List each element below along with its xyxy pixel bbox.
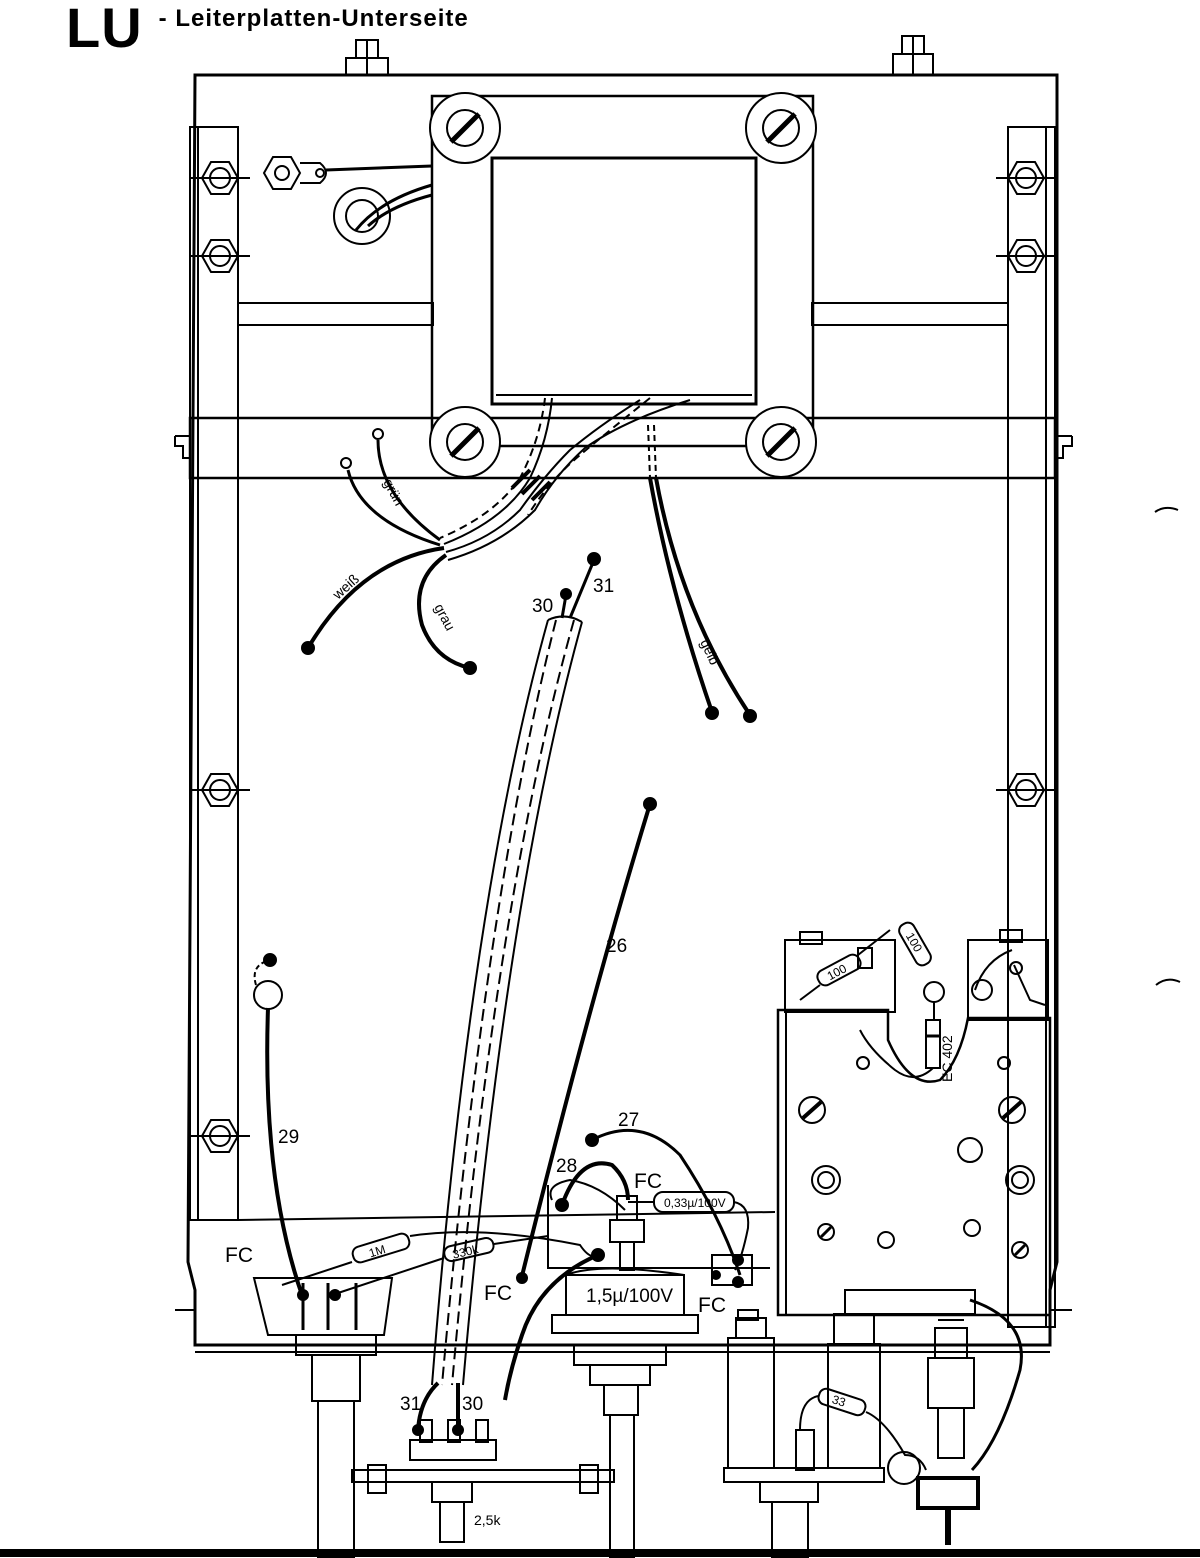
- jack-center: [723, 1289, 976, 1558]
- label-wire-31-bottom: 31: [400, 1394, 421, 1415]
- module-hole-1: [856, 1056, 1011, 1249]
- module-wire-right: [974, 949, 1046, 1006]
- label-wire-26: 26: [606, 936, 627, 957]
- module-screw-5: [817, 1223, 835, 1241]
- wire-green: [372, 428, 441, 542]
- title-subtitle: - Leiterplatten-Unterseite: [158, 5, 469, 32]
- side-rail-right: [1007, 126, 1056, 1328]
- label-resistor-1m: 1M: [367, 1242, 387, 1260]
- wire-white: [301, 546, 445, 655]
- hex-nut-5: [190, 773, 250, 807]
- wire-green-2: [340, 457, 441, 547]
- resistor-33: [799, 1387, 927, 1485]
- label-fc-top: FC: [634, 1170, 662, 1193]
- label-resistor-330k: 330k: [451, 1242, 480, 1262]
- board-outline-lower: [237, 1185, 776, 1269]
- title-code: LU: [66, 0, 143, 59]
- transformer-screw-tr: [745, 92, 817, 164]
- label-resistor-100-b: 100: [903, 930, 925, 955]
- module-screw-3: [811, 1165, 841, 1195]
- label-fc-center: FC: [484, 1282, 512, 1305]
- resistor-100-b: [898, 921, 945, 1020]
- jack-left: [727, 1309, 775, 1469]
- label-fc-left: FC: [225, 1244, 253, 1267]
- wire-27: [585, 1128, 742, 1276]
- label-capacitor-033: 0,33µ/100V: [664, 1196, 726, 1210]
- wire-grey: [417, 553, 477, 675]
- page-title: LU - Leiterplatten-Unterseite: [66, 0, 469, 60]
- transformer: [430, 94, 815, 448]
- wire-yellow: [647, 424, 757, 723]
- hex-nut-6: [996, 773, 1055, 807]
- switch-pot-left: [252, 1277, 394, 1558]
- resistor-100-a: [799, 929, 891, 1001]
- cable-grommet: [333, 183, 433, 245]
- cross-brace-upper: [237, 302, 1009, 326]
- resistor-1m: [281, 1231, 599, 1286]
- label-fc-right: FC: [698, 1294, 726, 1317]
- resistor-330k: [334, 1235, 549, 1295]
- label-wire-29: 29: [278, 1127, 299, 1148]
- capacitor-15: [551, 1267, 699, 1334]
- label-wire-28: 28: [556, 1156, 577, 1177]
- margin-marks: [1154, 506, 1181, 986]
- switch-pot-center: [573, 1344, 667, 1558]
- hex-nut-4: [996, 239, 1055, 273]
- fc-terminal-top: [609, 1195, 645, 1271]
- wire-26: [516, 797, 657, 1284]
- label-wire-green: grün: [380, 476, 407, 508]
- module-screw-6: [1011, 1241, 1029, 1259]
- mounting-stud-right: [892, 35, 934, 76]
- wire-29: [253, 953, 304, 1296]
- diode-ec402: [859, 1019, 941, 1078]
- pot-bracket: [351, 1419, 615, 1543]
- module-screw-4: [1005, 1165, 1035, 1195]
- transformer-screw-bl: [429, 406, 501, 478]
- wire-26-exit: [503, 1248, 605, 1401]
- label-diode-ec402: EC 402: [939, 1035, 955, 1082]
- wire-28: [549, 1161, 630, 1212]
- module-screw-1: [798, 1096, 826, 1124]
- label-resistor-100-a: 100: [825, 961, 850, 983]
- chassis-frame: [175, 73, 1072, 1353]
- ground-lug: [262, 156, 433, 190]
- hex-nut-2: [190, 239, 250, 273]
- label-wire-grey: grau: [431, 601, 458, 633]
- jack-right: [916, 1298, 1023, 1545]
- label-wire-30-bottom: 30: [462, 1394, 483, 1415]
- transformer-screw-tl: [429, 92, 501, 164]
- tuner-module: [776, 929, 1052, 1317]
- side-rail-left: [189, 126, 239, 1221]
- module-screw-2: [998, 1096, 1026, 1124]
- cross-beam: [174, 416, 1073, 480]
- hex-nut-7: [190, 1119, 250, 1153]
- hex-nut-1: [190, 161, 250, 195]
- label-pot-value: 2,5k: [474, 1512, 501, 1528]
- wire-harness: [439, 397, 691, 561]
- fc-terminal-right: [711, 1254, 753, 1288]
- hex-nut-3: [996, 161, 1055, 195]
- label-wire-27: 27: [618, 1110, 639, 1131]
- label-wire-31-top: 31: [593, 576, 614, 597]
- mounting-stud-left: [345, 39, 389, 76]
- label-wire-30-top: 30: [532, 596, 553, 617]
- transformer-screw-br: [745, 406, 817, 478]
- label-capacitor-15: 1,5µ/100V: [586, 1286, 673, 1307]
- label-resistor-33: 33: [830, 1392, 847, 1410]
